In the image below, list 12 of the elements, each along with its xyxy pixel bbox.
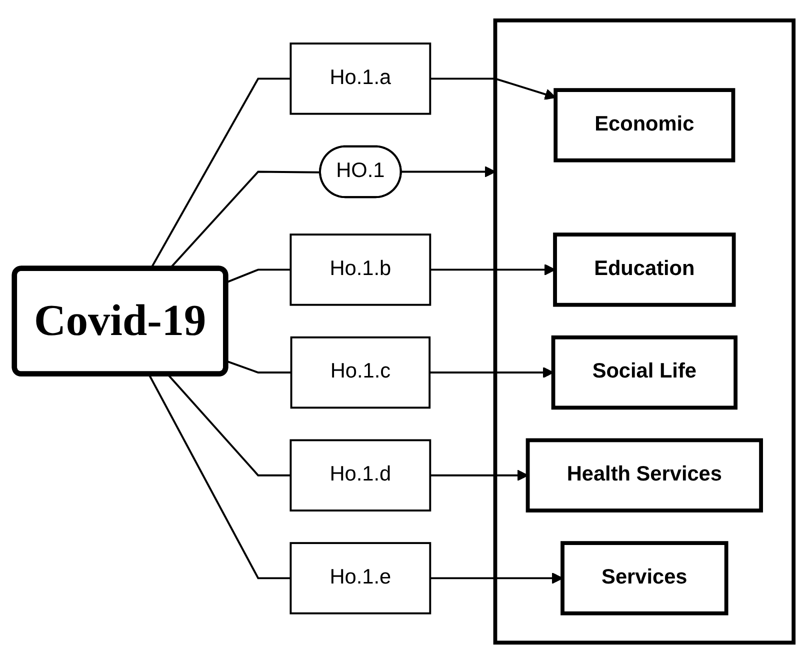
arrow [400, 166, 496, 178]
node-box: Economic [553, 88, 735, 162]
node-box: Ho.1.d [289, 439, 431, 512]
node-box: Ho.1.b [289, 234, 431, 306]
node-box: Ho.1.a [289, 42, 431, 115]
node-box: Ho.1.e [289, 542, 431, 614]
node-box: Social Life [550, 335, 737, 410]
node-box: Education [552, 232, 736, 307]
node-box: Ho.1.c [290, 336, 430, 409]
cluster [492, 18, 796, 645]
node-box: Services [560, 541, 728, 616]
node-box: Health Services [525, 438, 762, 512]
